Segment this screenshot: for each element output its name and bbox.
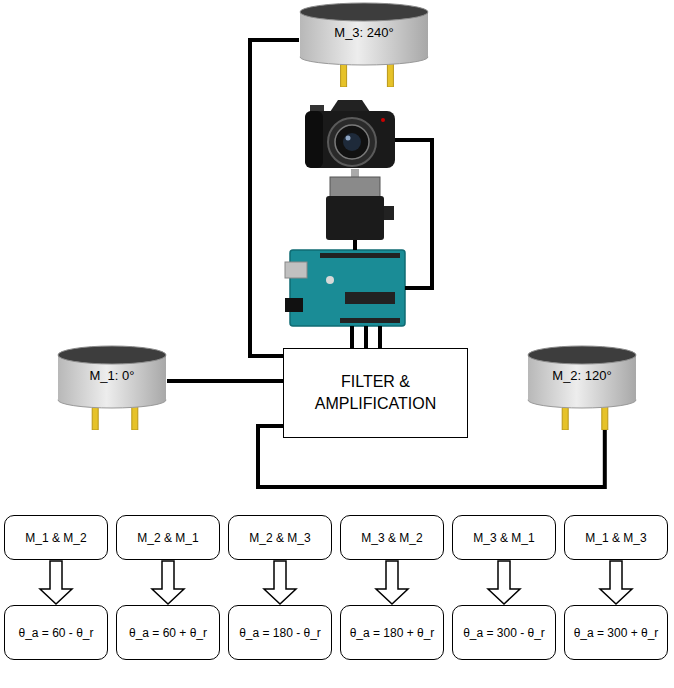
formula-label: θ_a = 300 - θ_r (463, 624, 545, 642)
arduino-power-jack (285, 298, 303, 312)
camera-lens (335, 125, 369, 159)
pair-label: M_3 & M_1 (473, 529, 534, 547)
arduino-board (290, 250, 405, 326)
camera-prism (330, 100, 370, 112)
hollow-arrow (600, 561, 632, 604)
hollow-arrow (264, 561, 296, 604)
camera-wire (395, 140, 432, 288)
microphone: M_1: 0° (57, 345, 167, 430)
camera-logo-dot (381, 118, 385, 122)
wire (250, 40, 299, 356)
pair-box: M_2 & M_1 (116, 515, 220, 560)
microphone: M_3: 240° (299, 2, 429, 87)
motor-body (326, 196, 384, 240)
mic-pin (387, 62, 393, 87)
formula-label: θ_a = 180 + θ_r (350, 624, 435, 642)
pair-box: M_3 & M_1 (452, 515, 556, 560)
camera-glass (343, 133, 361, 151)
pair-label: M_1 & M_3 (585, 529, 646, 547)
pair-label: M_2 & M_3 (249, 529, 310, 547)
hollow-arrow (488, 561, 520, 604)
motor-connector (384, 206, 394, 220)
pair-box: M_3 & M_2 (340, 515, 444, 560)
camera-lens-ring (328, 118, 376, 166)
arduino-header (320, 253, 400, 258)
formula-label: θ_a = 60 + θ_r (129, 624, 207, 642)
camera-illustration (305, 100, 395, 168)
hollow-arrow (376, 561, 408, 604)
formula-box: θ_a = 300 + θ_r (564, 605, 668, 660)
pair-label: M_1 & M_2 (25, 529, 86, 547)
camera-body (305, 111, 395, 168)
microphone-symbol (299, 2, 429, 87)
mic-label: M_3: 240° (299, 24, 429, 42)
mic-top (58, 346, 166, 364)
mic-pin (562, 405, 568, 430)
formula-box: θ_a = 180 - θ_r (228, 605, 332, 660)
formula-box: θ_a = 60 + θ_r (116, 605, 220, 660)
formula-box: θ_a = 60 - θ_r (4, 605, 108, 660)
pair-box: M_1 & M_3 (564, 515, 668, 560)
hollow-arrow (40, 561, 72, 604)
pair-box: M_2 & M_3 (228, 515, 332, 560)
camera-glint (346, 136, 351, 141)
formula-box: θ_a = 180 + θ_r (340, 605, 444, 660)
motor-flange (330, 177, 380, 197)
pair-box: M_1 & M_2 (4, 515, 108, 560)
camera-grip (305, 111, 323, 168)
microphone-symbol (527, 345, 637, 430)
wire (167, 379, 283, 383)
mic-label: M_1: 0° (57, 367, 167, 385)
microphone-symbol (57, 345, 167, 430)
arduino-illustration (285, 250, 405, 326)
mic-pin (602, 405, 608, 430)
filter-box: FILTER & AMPLIFICATION (283, 348, 468, 438)
formula-label: θ_a = 180 - θ_r (239, 624, 321, 642)
mic-pin (92, 405, 98, 430)
mic-pin (132, 405, 138, 430)
arduino-button (326, 276, 334, 284)
mic-pin (341, 62, 347, 87)
formula-box: θ_a = 300 - θ_r (452, 605, 556, 660)
arduino-wire (364, 326, 368, 349)
arduino-chip (345, 292, 395, 304)
wires (352, 140, 432, 349)
arduino-header (340, 318, 400, 323)
formula-label: θ_a = 60 - θ_r (18, 624, 93, 642)
arduino-wire (350, 326, 354, 349)
pair-label: M_2 & M_1 (137, 529, 198, 547)
mic-top (300, 3, 428, 21)
box-label: FILTER & AMPLIFICATION (290, 371, 461, 415)
arduino-wire (378, 326, 382, 349)
pair-label: M_3 & M_2 (361, 529, 422, 547)
hollow-arrow (152, 561, 184, 604)
motor-illustration (326, 169, 394, 240)
motor-wire (353, 240, 357, 250)
arduino-usb (285, 262, 307, 278)
formula-label: θ_a = 300 + θ_r (574, 624, 659, 642)
mic-top (528, 346, 636, 364)
camera-dial (310, 105, 324, 112)
microphone: M_2: 120° (527, 345, 637, 430)
mic-label: M_2: 120° (527, 367, 637, 385)
